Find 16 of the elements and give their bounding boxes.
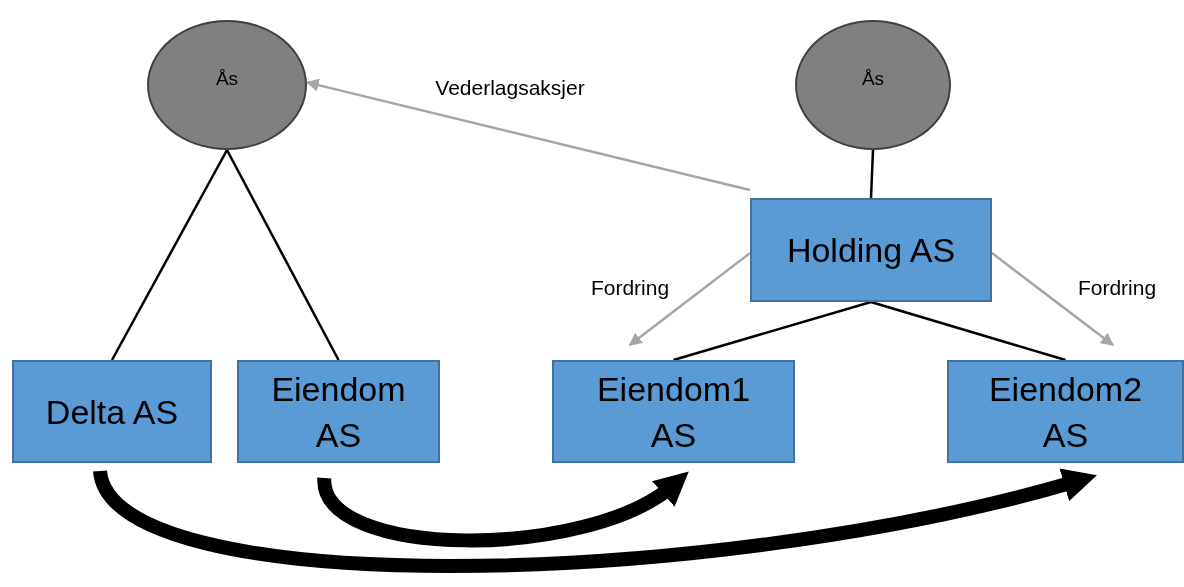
arrow xyxy=(628,252,751,346)
ellipse-node: Ås xyxy=(147,20,307,150)
connector-line xyxy=(110,149,229,361)
process-box: Eiendom2 AS xyxy=(947,360,1184,463)
process-box: Delta AS xyxy=(12,360,212,463)
connector-line xyxy=(225,149,340,361)
curved-arrow xyxy=(93,467,1098,573)
process-box: Eiendom1 AS xyxy=(552,360,795,463)
process-box: Eiendom AS xyxy=(237,360,440,463)
process-box: Holding AS xyxy=(750,198,992,302)
ellipse-node: Ås xyxy=(795,20,951,150)
connector-line xyxy=(869,149,875,199)
connector-line xyxy=(870,300,1066,362)
connector-line xyxy=(673,300,872,362)
arrow xyxy=(991,252,1114,346)
arrow xyxy=(305,78,751,192)
